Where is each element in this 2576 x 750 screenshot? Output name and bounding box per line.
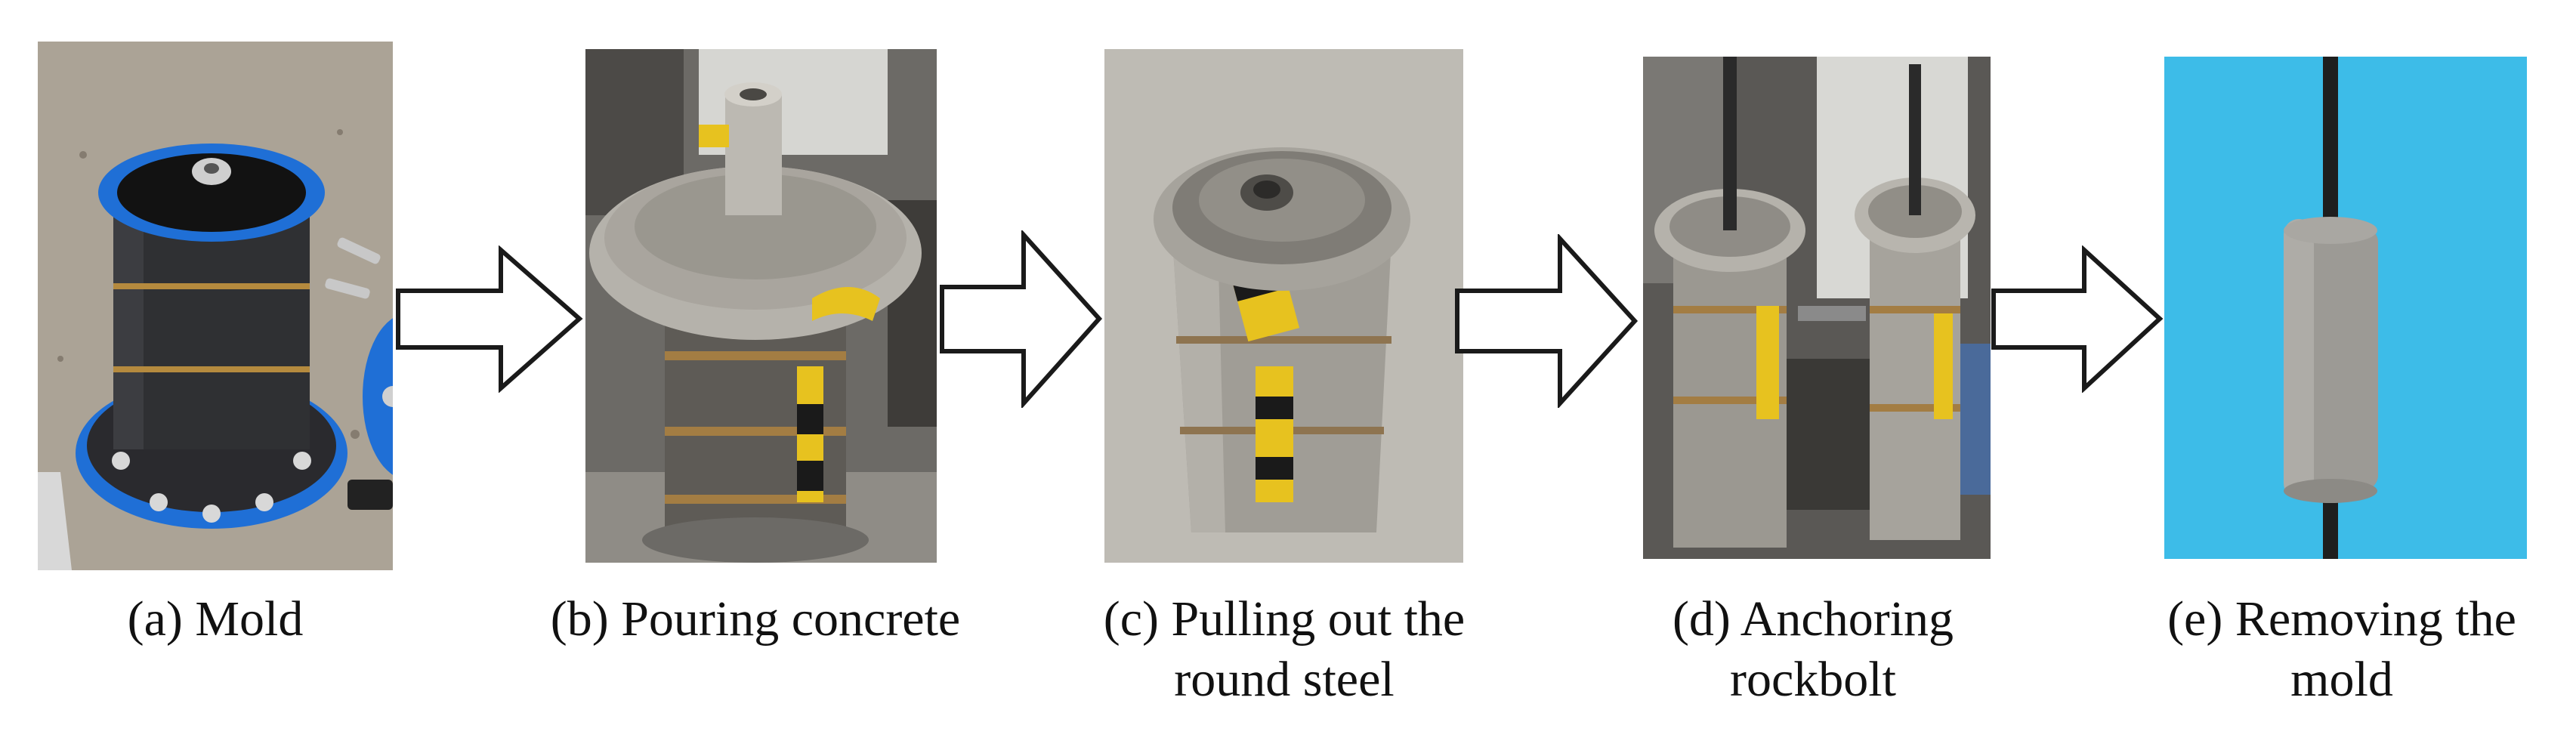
- caption-step-d: (d) Anchoring rockbolt: [1672, 591, 1954, 707]
- photo-pouring-concrete: [585, 49, 937, 563]
- photo-pulling-round-steel: [1104, 49, 1463, 563]
- photo-anchoring-rockbolt: [1643, 57, 1991, 559]
- arrow-right-1: [395, 245, 584, 393]
- caption-step-b: (b) Pouring concrete: [550, 591, 961, 647]
- caption-step-c: (c) Pulling out the round steel: [1103, 591, 1466, 707]
- photo-removed-specimen: [2164, 57, 2527, 559]
- arrow-right-4: [1991, 245, 2164, 393]
- caption-step-e: (e) Removing the mold: [2167, 591, 2516, 707]
- arrow-right-2: [939, 230, 1104, 408]
- arrow-right-3: [1454, 234, 1639, 408]
- photo-mold: [38, 42, 393, 570]
- caption-step-a: (a) Mold: [127, 591, 304, 647]
